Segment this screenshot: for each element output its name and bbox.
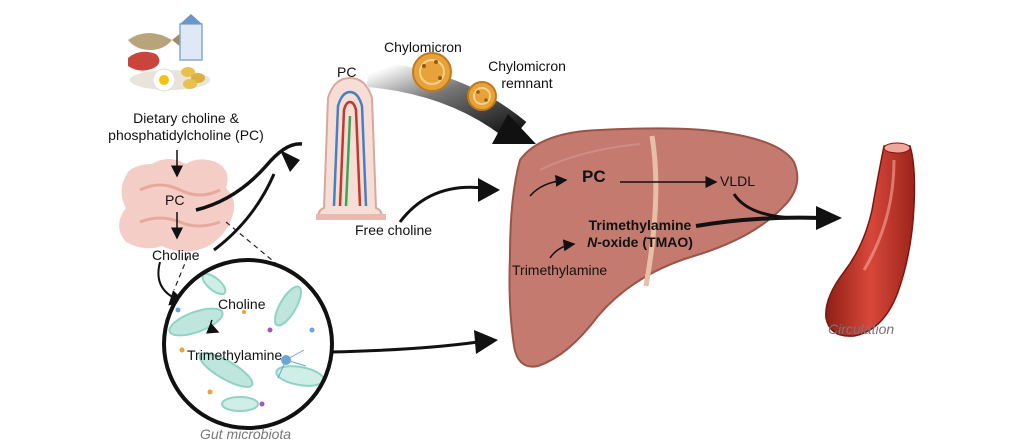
gut-to-villus-arrow — [195, 142, 303, 252]
villus-icon — [316, 76, 386, 220]
vldl-label: VLDL — [720, 173, 756, 189]
chylomicron-arrow — [366, 61, 536, 144]
microbiota-trimethylamine-label: Trimethylamine — [187, 347, 283, 363]
gut-microbiota-label: Gut microbiota — [200, 426, 292, 442]
blood-vessel-icon — [825, 142, 916, 337]
microbiota-choline-label: Choline — [218, 296, 266, 312]
free-choline-arrow — [398, 178, 500, 223]
chylomicron-icon — [412, 52, 452, 92]
circulation-label: Circulation — [828, 321, 895, 337]
food-icon — [128, 14, 210, 92]
chylomicron-remnant-label: Chylomicron remnant — [488, 58, 566, 91]
pc-gut-label: PC — [165, 192, 185, 208]
microbiota-icon — [162, 258, 334, 430]
pc-villus-label: PC — [337, 64, 357, 80]
chylomicron-remnant-icon — [467, 81, 497, 111]
liver-icon — [508, 127, 799, 368]
intestine-icon — [119, 159, 235, 252]
free-choline-label: Free choline — [355, 222, 433, 238]
microbiota-to-liver-arrow — [329, 330, 498, 354]
liver-arrows — [529, 174, 718, 259]
pc-liver-label: PC — [582, 167, 606, 186]
trimethylamine-liver-label: Trimethylamine — [512, 262, 608, 278]
dietary-label: Dietary choline & phosphatidylcholine (P… — [108, 110, 264, 143]
tmao-label: Trimethylamine N-oxide (TMAO) — [587, 217, 693, 250]
liver-to-circulation-arrow — [695, 193, 842, 230]
choline-gut-label: Choline — [152, 247, 200, 263]
chylomicron-label: Chylomicron — [384, 39, 462, 55]
